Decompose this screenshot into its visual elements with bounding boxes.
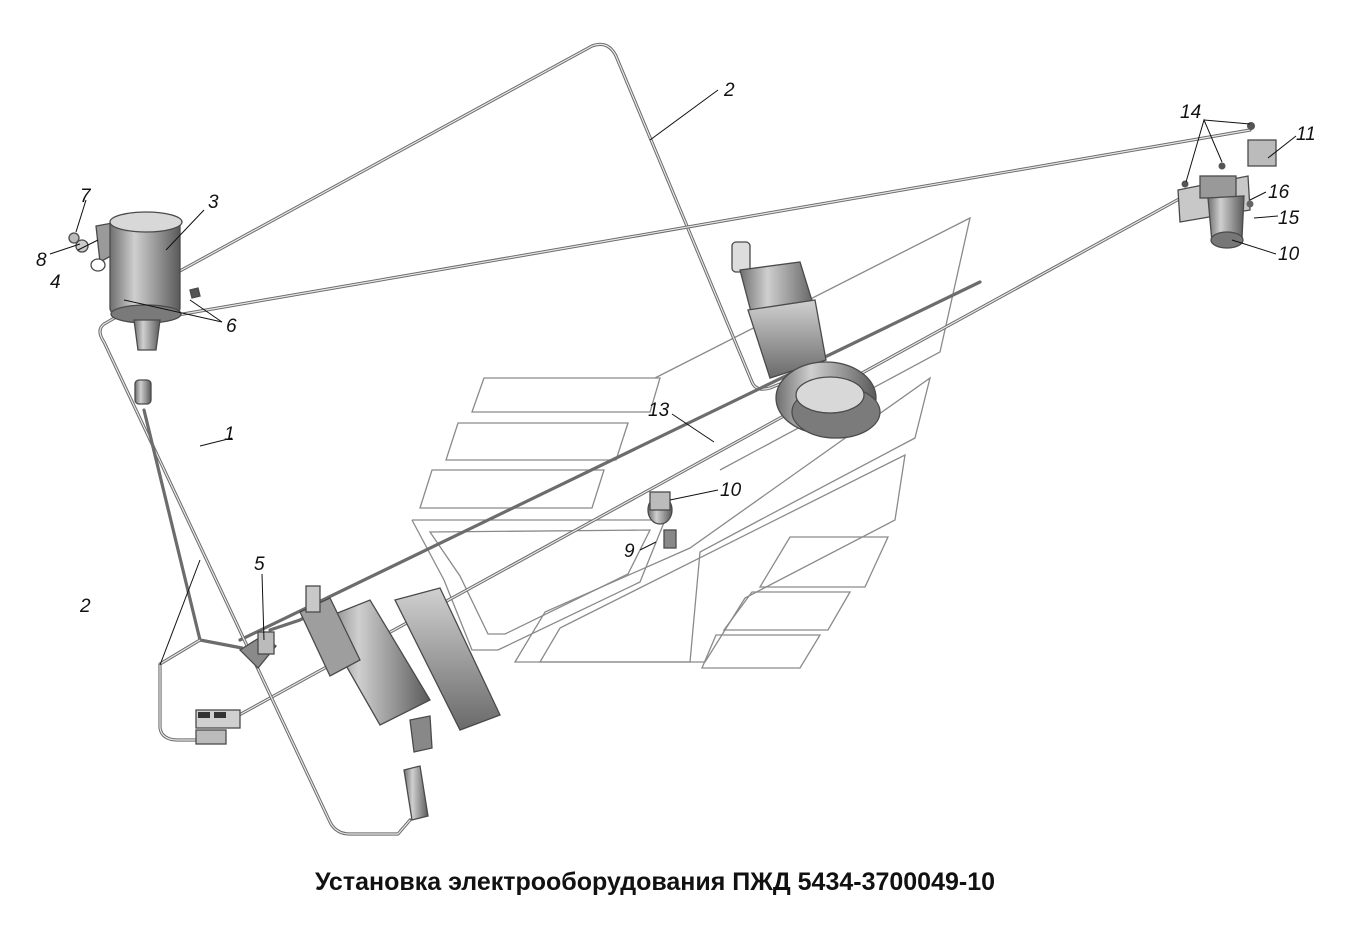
callout-2-upper: 2 xyxy=(723,80,735,101)
callout-15: 15 xyxy=(1278,208,1300,229)
callout-4: 4 xyxy=(50,272,61,293)
preheater-lower xyxy=(299,585,501,753)
callout-6: 6 xyxy=(226,316,237,337)
callout-7: 7 xyxy=(80,186,92,207)
harness-pipes xyxy=(98,42,1252,836)
callout-16: 16 xyxy=(1268,182,1290,203)
fuse-block xyxy=(195,709,241,745)
pump-part-9-10 xyxy=(647,491,677,549)
connector-plug xyxy=(134,379,152,405)
manufacturer-logo-watermark xyxy=(411,216,971,669)
diagram-caption: Установка электрооборудования ПЖД 5434-3… xyxy=(314,868,996,896)
callout-13: 13 xyxy=(648,400,670,421)
callout-11: 11 xyxy=(1296,124,1316,145)
callout-1: 1 xyxy=(224,424,235,445)
relay-unit-right xyxy=(1177,122,1277,249)
callout-leaders xyxy=(49,89,1297,666)
clip-part-5 xyxy=(238,631,277,669)
callout-10-right: 10 xyxy=(1278,244,1300,265)
callout-5: 5 xyxy=(254,554,265,575)
callout-2-lower: 2 xyxy=(79,596,91,617)
callout-14: 14 xyxy=(1180,102,1201,123)
callout-labels: 1 2 2 3 4 5 6 7 8 9 10 10 11 13 14 15 16 xyxy=(36,80,1316,617)
callout-3: 3 xyxy=(208,192,219,213)
callout-8: 8 xyxy=(36,250,47,271)
heater-unit-part-3 xyxy=(68,211,201,351)
heater-main-unit xyxy=(731,241,881,439)
callout-9: 9 xyxy=(624,541,635,562)
nozzle-bottom xyxy=(403,765,429,821)
callout-10-center: 10 xyxy=(720,480,742,501)
